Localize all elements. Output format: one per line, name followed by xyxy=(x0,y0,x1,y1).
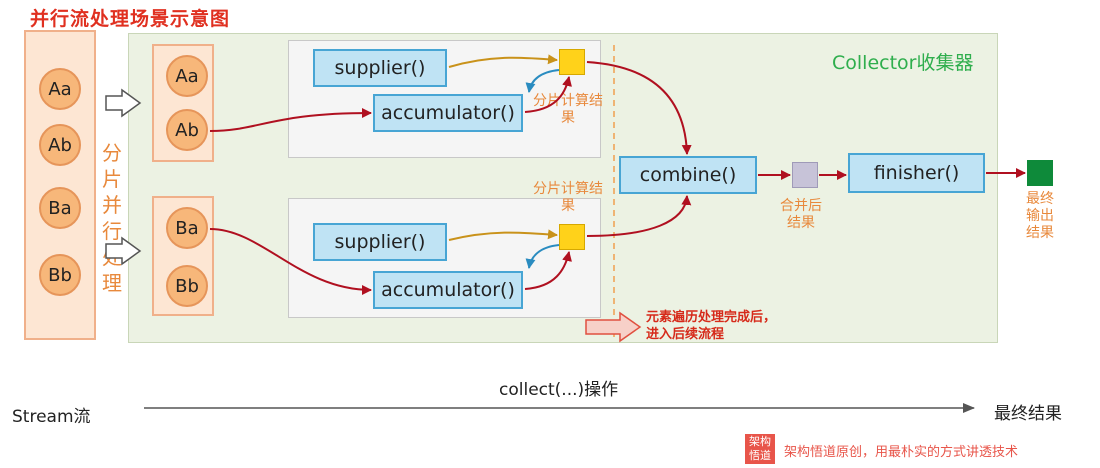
split-arrow-2 xyxy=(105,236,142,266)
collector-title: Collector收集器 xyxy=(832,52,974,74)
stream-element-aa: Aa xyxy=(39,68,81,110)
supplier-1-to-result-arrow xyxy=(448,54,558,68)
stream-element-ba: Ba xyxy=(39,187,81,229)
finisher-box: finisher() xyxy=(848,153,985,193)
supplier-box-1: supplier() xyxy=(313,49,447,87)
stream-element-ab: Ab xyxy=(39,124,81,166)
ba-to-accumulator-2-arrow xyxy=(209,228,372,295)
partition-2-result-square xyxy=(559,224,585,250)
result-2-to-accumulator-arrow xyxy=(525,244,560,269)
partition-1-element-aa: Aa xyxy=(166,55,208,97)
combine-box: combine() xyxy=(619,156,757,194)
stream-label: Stream流 xyxy=(12,407,91,427)
partition-1-element-ab: Ab xyxy=(166,109,208,151)
partition-1-result-square xyxy=(559,49,585,75)
stream-element-bb: Bb xyxy=(39,254,81,296)
accumulator-box-1: accumulator() xyxy=(373,94,523,132)
accumulator-2-to-result-arrow xyxy=(524,251,572,290)
result-1-to-accumulator-arrow xyxy=(525,69,560,93)
final-result-bottom-label: 最终结果 xyxy=(994,404,1062,424)
result-2-to-combine-arrow xyxy=(586,195,692,237)
traversal-note: 元素遍历处理完成后，进入后续流程 xyxy=(646,310,777,342)
partition-2-result-label: 分片计算结果 xyxy=(533,181,603,214)
result-1-to-combine-arrow xyxy=(586,61,692,155)
supplier-2-to-result-arrow xyxy=(448,229,558,241)
watermark-text: 架构悟道原创，用最朴实的方式讲透技术 xyxy=(784,445,1019,460)
split-arrow-1 xyxy=(105,88,142,118)
combine-result-square xyxy=(792,162,818,188)
accumulator-1-to-result-arrow xyxy=(524,76,572,113)
traversal-note-arrow xyxy=(585,311,642,343)
partition-2-element-bb: Bb xyxy=(166,265,208,307)
combine-result-label: 合并后结果 xyxy=(780,198,822,231)
supplier-box-2: supplier() xyxy=(313,223,447,261)
final-result-square xyxy=(1027,160,1053,186)
collect-operation-label: collect(...)操作 xyxy=(499,380,619,400)
final-result-label: 最终输出结果 xyxy=(1026,191,1054,241)
diagram-title: 并行流处理场景示意图 xyxy=(30,8,231,30)
watermark-logo: 架构悟道 xyxy=(745,434,775,464)
partition-2-element-ba: Ba xyxy=(166,207,208,249)
ab-to-accumulator-1-arrow xyxy=(209,108,372,132)
accumulator-box-2: accumulator() xyxy=(373,271,523,309)
